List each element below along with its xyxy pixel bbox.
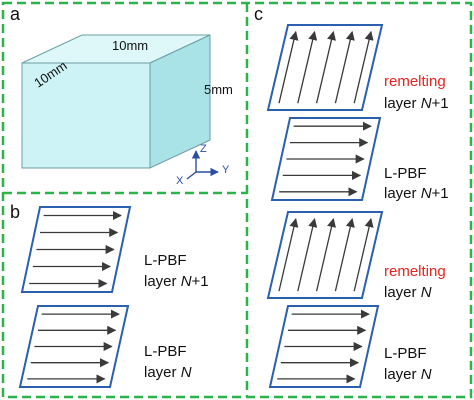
scan-arrows xyxy=(279,121,372,197)
panel-b-top-line2: layer N+1 xyxy=(144,273,209,290)
layer-n: N xyxy=(421,95,432,112)
scan-arrows xyxy=(278,217,374,292)
scan-track-arrow xyxy=(297,217,318,292)
panel-c-layer-2-line2: layer N+1 xyxy=(384,185,449,202)
scan-track-arrow xyxy=(278,217,299,292)
layer-suffix: +1 xyxy=(432,185,449,202)
layer-prefix: layer xyxy=(384,366,421,383)
layer-n: N xyxy=(421,284,432,301)
panel-c-layer-1 xyxy=(266,24,384,111)
panel-c-layer-3-line2: layer N xyxy=(384,284,432,301)
x-axis-line xyxy=(186,171,197,180)
scan-track-arrow xyxy=(353,217,374,292)
scan-track-arrow xyxy=(353,30,374,104)
layer-suffix: +1 xyxy=(432,95,449,112)
scan-arrows xyxy=(27,309,120,384)
axis-indicator xyxy=(186,150,219,180)
scan-track-arrow xyxy=(334,30,355,104)
panel-c-layer-4-line2: layer N xyxy=(384,366,432,383)
layer-prefix: layer xyxy=(144,273,181,290)
cube-side-face xyxy=(149,34,211,169)
panel-c-layer-1-line2: layer N+1 xyxy=(384,95,449,112)
panel-b-bottom-line1: L-PBF xyxy=(144,343,187,360)
scan-arrows xyxy=(278,30,374,104)
panel-c-layer-4 xyxy=(268,305,380,388)
cube xyxy=(21,34,211,169)
panel-a-label: a xyxy=(10,4,21,24)
panel-c-layer-3 xyxy=(266,211,384,299)
scan-track-arrow xyxy=(334,217,355,292)
layer-suffix: +1 xyxy=(192,273,209,290)
layer-prefix: layer xyxy=(384,185,421,202)
scan-track-arrow xyxy=(278,30,299,104)
x-axis-label: X xyxy=(176,175,184,187)
layer-n: N xyxy=(421,366,432,383)
panel-b-layer-top xyxy=(20,206,132,293)
panel-c-layer-2-line1: L-PBF xyxy=(384,165,427,182)
panel-b-label: b xyxy=(10,202,20,222)
y-axis-label: Y xyxy=(222,164,230,176)
panel-c-layer-3-line1: remelting xyxy=(384,263,446,280)
layer-prefix: layer xyxy=(384,284,421,301)
panel-b-top-line1: L-PBF xyxy=(144,252,187,269)
panel-b-layer-bottom xyxy=(18,305,130,388)
layer-n: N xyxy=(421,185,432,202)
scan-track-arrow xyxy=(315,217,336,292)
layer-prefix: layer xyxy=(144,364,181,381)
layer-n: N xyxy=(181,273,192,290)
panel-c-label: c xyxy=(254,4,263,24)
dim-top-label: 10mm xyxy=(112,38,148,53)
layer-prefix: layer xyxy=(384,95,421,112)
dim-right-label: 5mm xyxy=(204,82,233,97)
panel-c-layer-4-line1: L-PBF xyxy=(384,345,427,362)
panel-b-bottom-line2: layer N xyxy=(144,364,192,381)
scan-arrows xyxy=(277,309,370,384)
scan-track-arrow xyxy=(315,30,336,104)
z-axis-label: Z xyxy=(200,143,207,155)
scan-arrows xyxy=(29,210,122,289)
layer-n: N xyxy=(181,364,192,381)
panel-c-layer-2 xyxy=(270,117,382,201)
panel-c-layer-1-line1: remelting xyxy=(384,73,446,90)
scan-track-arrow xyxy=(297,30,318,104)
